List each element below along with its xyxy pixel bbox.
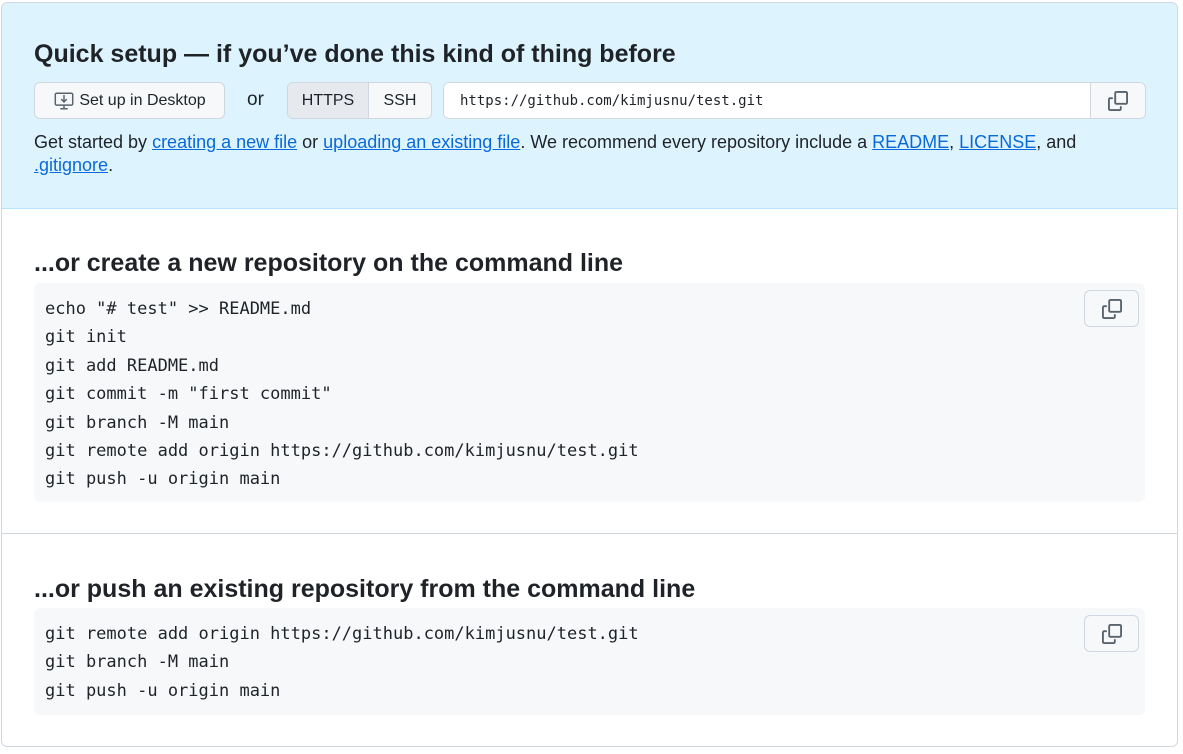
or-separator: or bbox=[247, 89, 264, 110]
code-line: git remote add origin https://github.com… bbox=[45, 441, 639, 462]
code-line: git init bbox=[45, 327, 127, 348]
upload-existing-file-link[interactable]: uploading an existing file bbox=[323, 132, 521, 152]
code-line: git add README.md bbox=[45, 355, 219, 376]
copy-icon bbox=[1108, 90, 1128, 111]
code-line: git branch -M main bbox=[45, 412, 230, 433]
new-repo-title: ...or create a new repository on the com… bbox=[34, 249, 624, 277]
copy-existing-repo-commands-button[interactable] bbox=[1084, 615, 1139, 652]
protocol-ssh-button[interactable]: SSH bbox=[369, 83, 431, 118]
quick-setup-title: Quick setup — if you’ve done this kind o… bbox=[34, 40, 676, 68]
code-line: git remote add origin https://github.com… bbox=[45, 624, 639, 644]
license-link[interactable]: LICENSE bbox=[959, 132, 1037, 152]
setup-in-desktop-label: Set up in Desktop bbox=[79, 91, 206, 109]
readme-link[interactable]: README bbox=[872, 132, 950, 152]
copy-icon bbox=[1101, 298, 1122, 319]
create-new-file-link[interactable]: creating a new file bbox=[152, 132, 298, 152]
setup-in-desktop-button[interactable]: Set up in Desktop bbox=[34, 82, 225, 119]
code-line: git push -u origin main bbox=[45, 469, 281, 490]
existing-repo-title: ...or push an existing repository from t… bbox=[34, 575, 696, 603]
clone-url-input[interactable] bbox=[444, 83, 1091, 118]
desktop-download-icon bbox=[54, 91, 74, 110]
copy-icon bbox=[1101, 623, 1122, 644]
copy-clone-url-button[interactable] bbox=[1090, 83, 1145, 118]
code-line: echo "# test" >> README.md bbox=[45, 299, 312, 319]
copy-new-repo-commands-button[interactable] bbox=[1084, 290, 1139, 327]
protocol-https-button[interactable]: HTTPS bbox=[288, 83, 369, 118]
clone-url-field bbox=[443, 82, 1146, 119]
gitignore-link[interactable]: .gitignore bbox=[34, 155, 109, 175]
code-line: git branch -M main bbox=[45, 652, 230, 673]
code-line: git commit -m "first commit" bbox=[45, 384, 332, 405]
setup-intro-text: Get started by creating a new file or up… bbox=[34, 132, 1077, 175]
new-repo-code-block: echo "# test" >> README.md git init git … bbox=[34, 283, 1145, 502]
code-line: git push -u origin main bbox=[45, 680, 281, 701]
existing-repo-code-block: git remote add origin https://github.com… bbox=[34, 608, 1145, 715]
protocol-toggle: HTTPS SSH bbox=[287, 82, 432, 119]
quick-setup-section: Quick setup — if you’ve done this kind o… bbox=[2, 3, 1177, 209]
new-repo-section: ...or create a new repository on the com… bbox=[2, 209, 1177, 534]
existing-repo-section: ...or push an existing repository from t… bbox=[2, 534, 1177, 746]
